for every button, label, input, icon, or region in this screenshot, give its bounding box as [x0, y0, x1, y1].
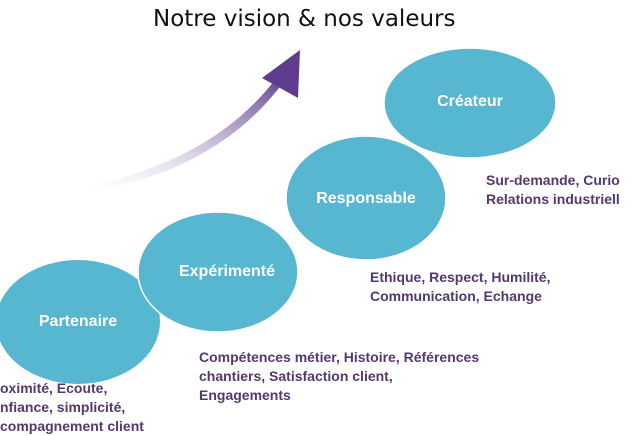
stage-label-partenaire: Partenaire: [38, 313, 118, 330]
values-experimente: Compétences métier, Histoire, Références…: [199, 348, 479, 405]
value-line: Engagements: [199, 387, 291, 403]
ellipse-responsable: [285, 135, 447, 261]
values-partenaire: oximité, Ecoute, nfiance, simplicité, co…: [0, 379, 144, 436]
value-line: Communication, Echange: [370, 288, 542, 304]
value-line: chantiers, Satisfaction client,: [199, 368, 393, 384]
title-text: Notre vision & nos valeurs: [153, 6, 456, 32]
value-line: Ethique, Respect, Humilité,: [370, 269, 551, 285]
stage-label-createur: Créateur: [437, 93, 503, 110]
value-line: Sur-demande, Curio: [486, 172, 620, 188]
stage-label-experimente: Expérimenté: [178, 263, 276, 280]
value-line: oximité, Ecoute,: [0, 380, 108, 396]
values-responsable: Ethique, Respect, Humilité, Communicatio…: [370, 268, 550, 306]
value-line: nfiance, simplicité,: [0, 399, 126, 415]
arrow-head-icon: [262, 50, 300, 98]
growth-arrow-icon: [88, 76, 285, 192]
ellipse-partenaire: [0, 260, 160, 384]
value-line: Relations industriell: [486, 191, 620, 207]
ellipse-createur: [383, 47, 557, 159]
values-createur: Sur-demande, Curio Relations industriell: [486, 171, 620, 209]
stage-label-responsable: Responsable: [316, 190, 416, 207]
value-line: compagnement client: [0, 418, 144, 434]
value-line: Compétences métier, Histoire, Références: [199, 349, 480, 365]
ellipse-experimente: [137, 211, 299, 333]
